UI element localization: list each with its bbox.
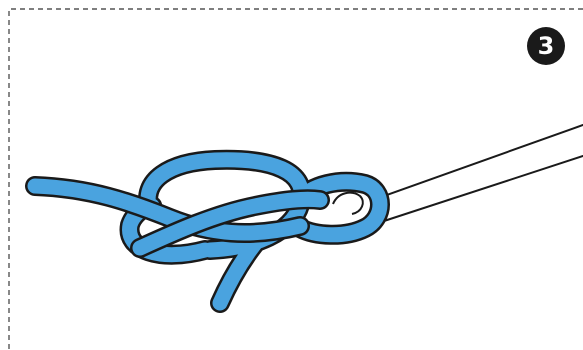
fishing-line bbox=[380, 124, 583, 222]
step-number: 3 bbox=[537, 32, 555, 60]
eye-detail bbox=[332, 191, 364, 215]
rope bbox=[25, 149, 390, 313]
step-number-badge: 3 bbox=[527, 27, 565, 65]
